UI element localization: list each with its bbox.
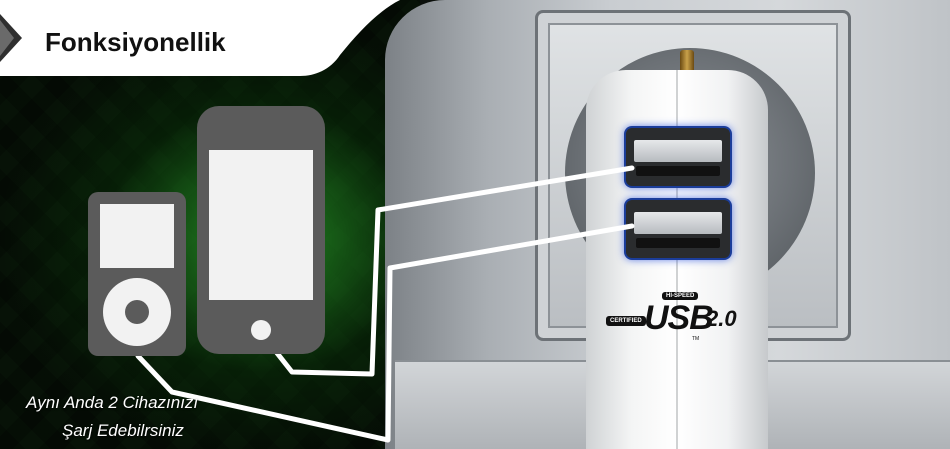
cable-player xyxy=(135,223,635,443)
usb-version: 2.0 xyxy=(706,306,737,331)
usb-word: USB xyxy=(644,299,714,337)
home-button xyxy=(251,320,271,340)
music-player-icon xyxy=(88,192,186,356)
cable-phone xyxy=(259,165,635,377)
phone-screen xyxy=(209,150,313,300)
page-title: Fonksiyonellik xyxy=(45,27,226,57)
usb-port-slot xyxy=(636,238,720,248)
usb-tm: TM xyxy=(692,336,700,342)
caption-line-1: Aynı Anda 2 Cihazınızı xyxy=(26,393,199,412)
usb-hispeed-label: HI-SPEED xyxy=(662,292,699,300)
usb-logo: HI-SPEED CERTIFIED USB 2.0 TM xyxy=(606,292,756,342)
usb-port-2 xyxy=(626,200,730,258)
usb-port-1 xyxy=(626,128,730,186)
title-tab: Fonksiyonellik xyxy=(0,0,420,78)
click-wheel-center xyxy=(125,300,149,324)
usb-port-slot xyxy=(636,166,720,176)
caption-line-2: Şarj Edebilrsiniz xyxy=(62,421,184,440)
usb-certified-label: CERTIFIED xyxy=(606,316,646,326)
arrow-tab-icon xyxy=(0,14,22,62)
usb-port-contact xyxy=(634,140,722,162)
usb-port-contact xyxy=(634,212,722,234)
title-tab-shape xyxy=(0,0,400,76)
player-screen xyxy=(100,204,174,268)
charger-seam xyxy=(676,70,678,449)
usb-charger: HI-SPEED CERTIFIED USB 2.0 TM xyxy=(586,70,768,449)
smartphone-icon xyxy=(197,106,325,354)
